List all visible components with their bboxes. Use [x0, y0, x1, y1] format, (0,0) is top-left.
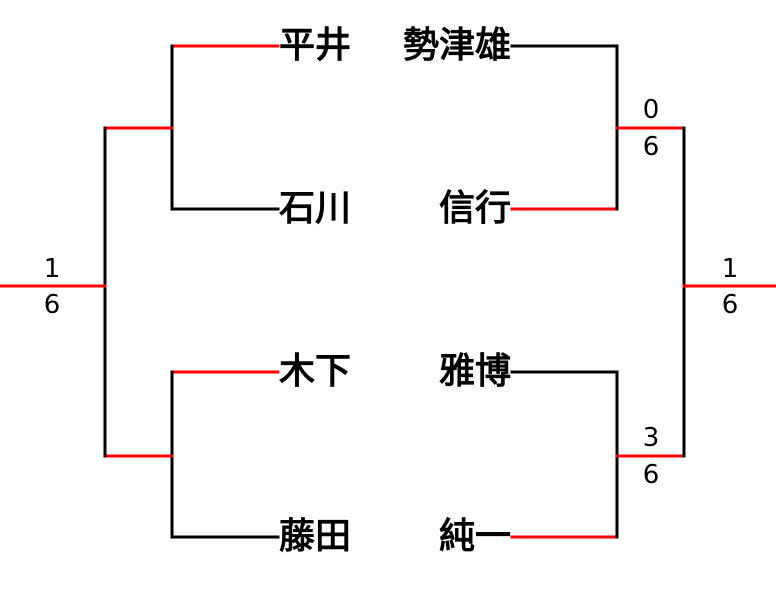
score-right-semi-top-bottom: 6 — [642, 132, 660, 162]
score-right-final-top: 1 — [721, 254, 739, 284]
player-name: 石川 信行 — [279, 187, 511, 231]
player-given-name: 雅博 — [438, 351, 511, 392]
score-right-semi-top-top: 0 — [642, 95, 660, 125]
score-right-semi-bottom-top: 3 — [642, 423, 660, 453]
player-family-name: 平井 — [279, 25, 352, 66]
player-given-name: 信行 — [438, 188, 511, 229]
player-name: 平井 勢津雄 — [279, 24, 511, 68]
player-given-name: 勢津雄 — [402, 25, 511, 66]
score-right-final-bottom: 6 — [721, 290, 739, 320]
score-left-final-top: 1 — [43, 254, 61, 284]
score-left-final-bottom: 6 — [43, 290, 61, 320]
player-family-name: 藤田 — [279, 516, 352, 557]
player-family-name: 石川 — [279, 188, 352, 229]
player-given-name: 純一 — [438, 516, 511, 557]
player-family-name: 木下 — [279, 351, 352, 392]
player-name: 木下 雅博 — [279, 350, 511, 394]
player-name: 藤田 純一 — [279, 515, 511, 559]
score-right-semi-bottom-bottom: 6 — [642, 460, 660, 490]
